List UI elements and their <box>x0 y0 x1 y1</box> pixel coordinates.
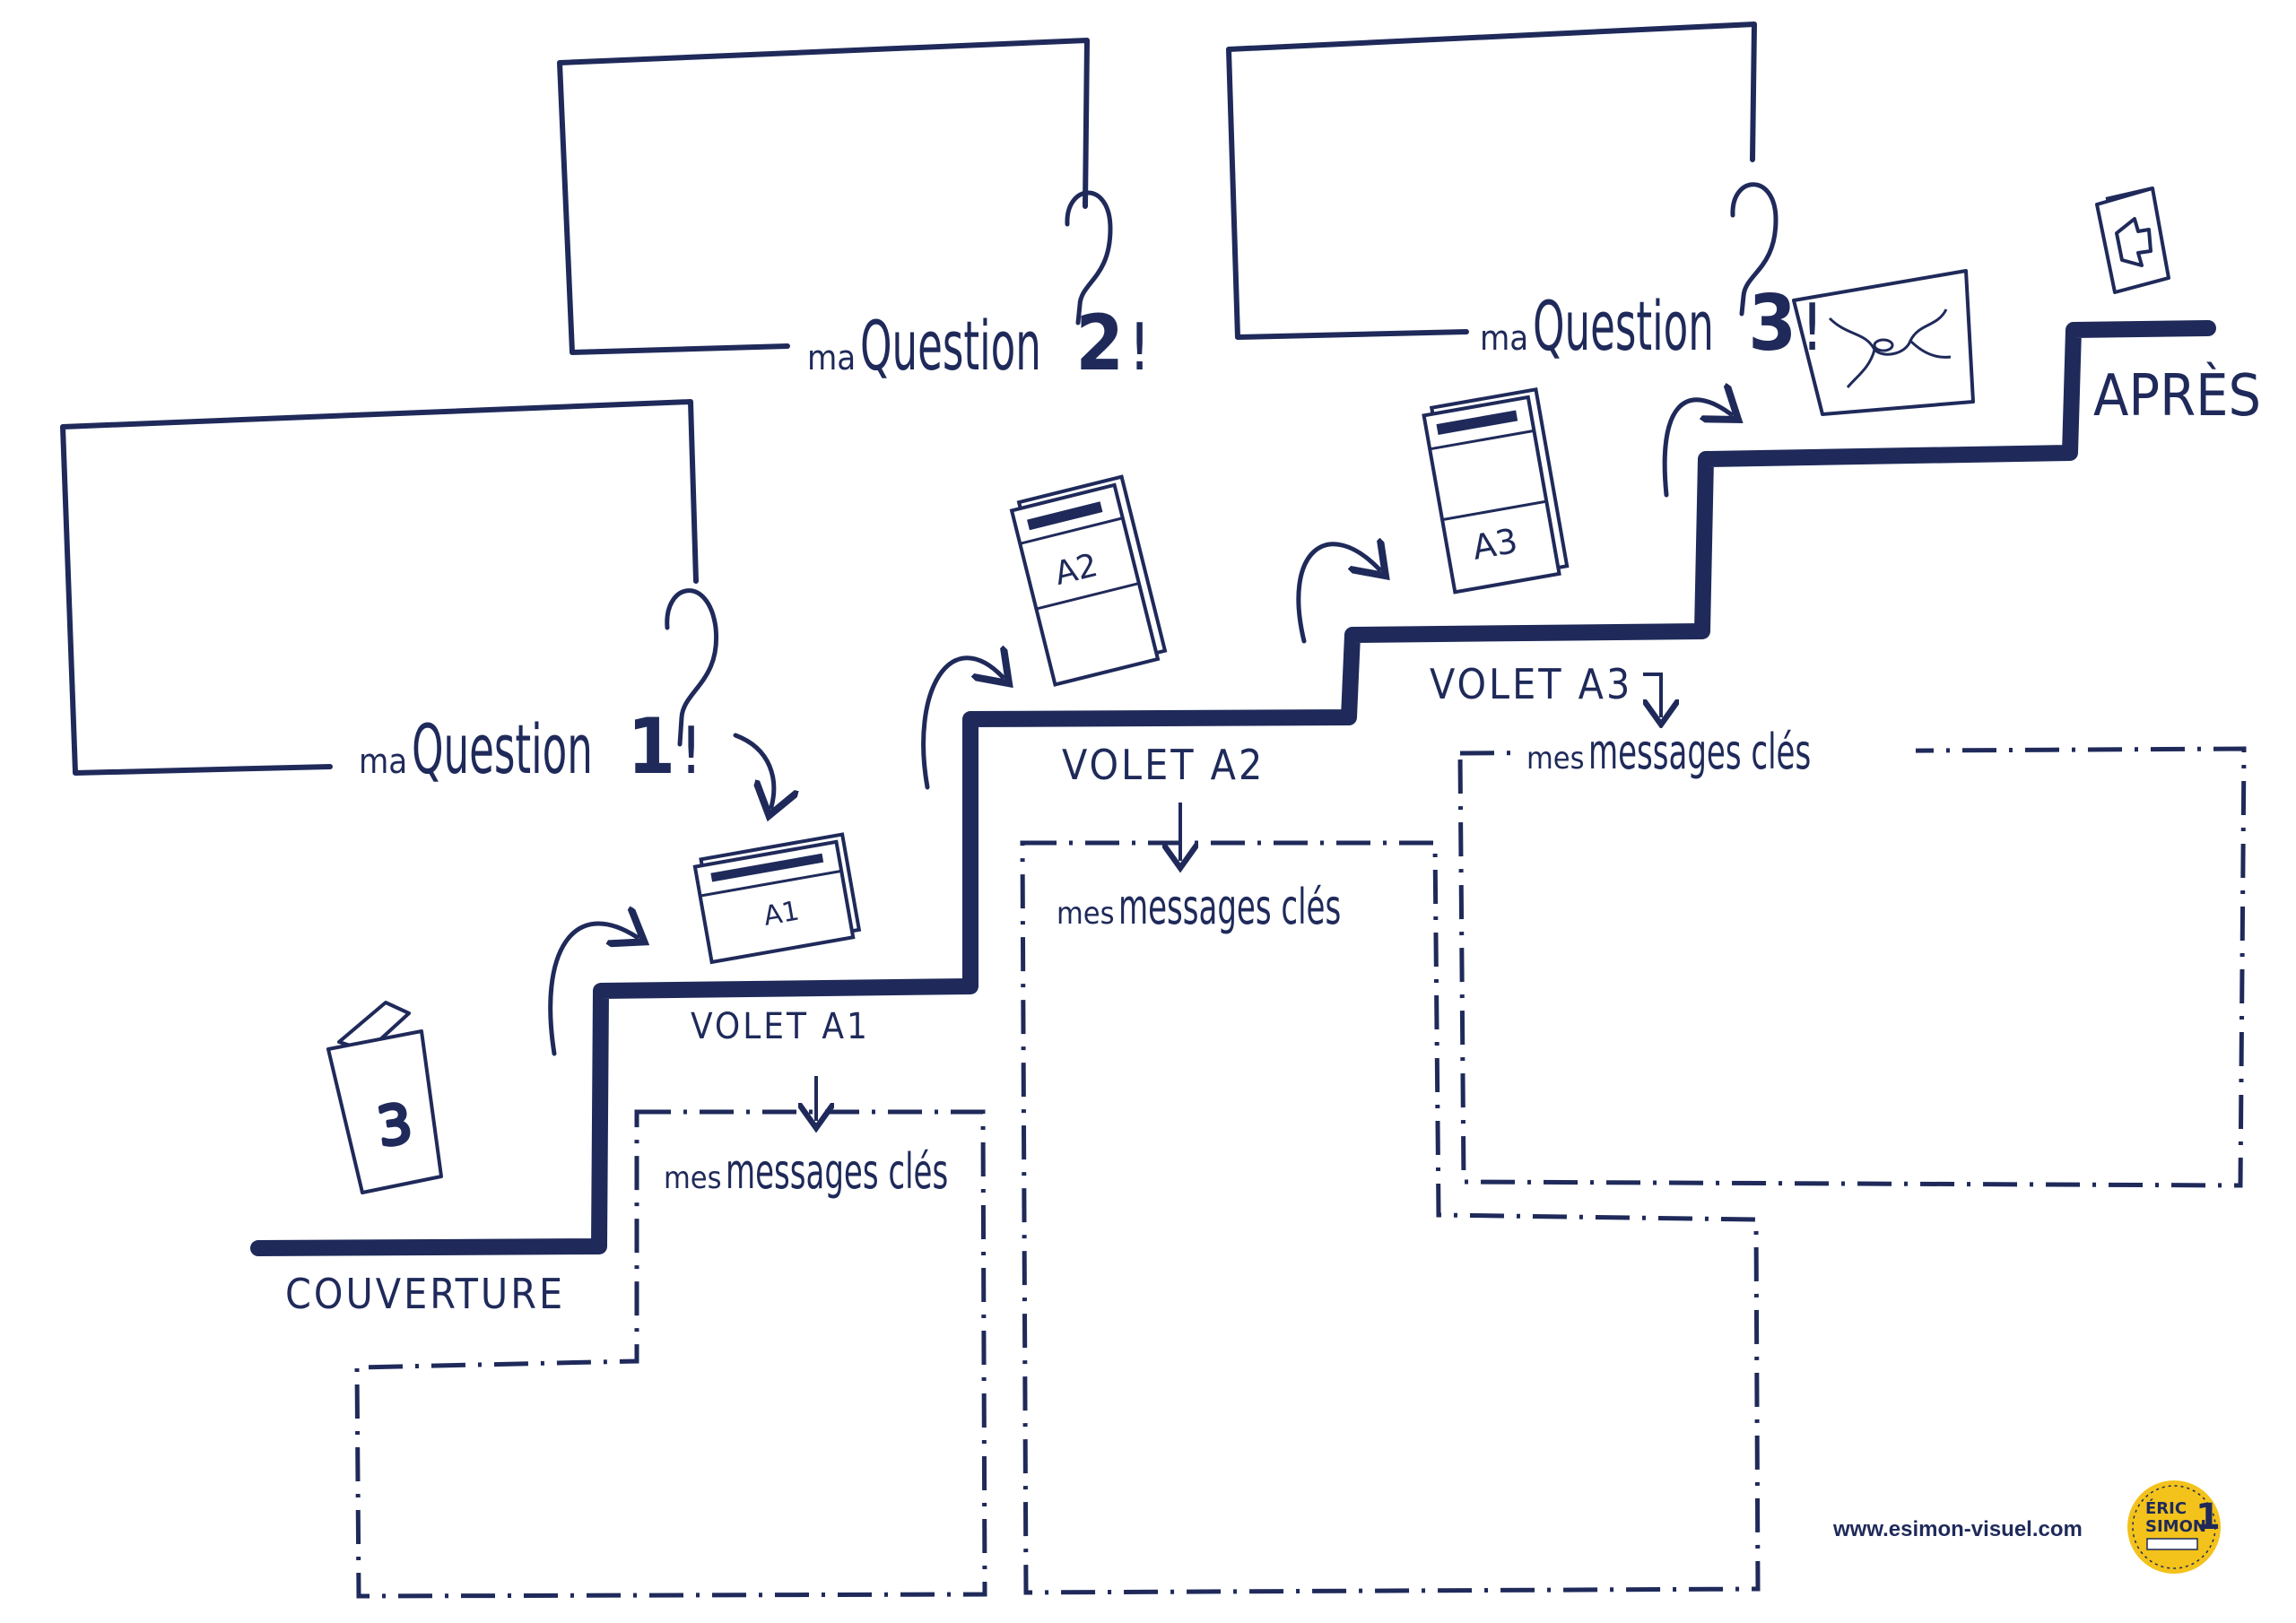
question-2-label: ma Question 2 ! <box>807 305 1152 382</box>
step-volet-a1: VOLET A1 <box>691 1006 870 1047</box>
messages-3-text: messages clés <box>1588 724 1812 780</box>
question-3-number: 3 <box>1748 279 1797 369</box>
messages-box-2 <box>1020 840 1761 1595</box>
messages-box-1 <box>354 1109 987 1599</box>
question-2-mark: ! <box>1127 309 1152 385</box>
question-2-frame <box>557 38 1090 355</box>
step-volet-a2: VOLET A2 <box>1062 741 1265 789</box>
messages-label-2: mes messages clés <box>1057 883 1437 932</box>
cover-document-icon: 3 <box>326 1001 443 1194</box>
question-1-mark: ! <box>679 713 703 788</box>
question-1-word: Question <box>411 709 593 789</box>
arrow-to-volet-a1 <box>548 924 637 1056</box>
question-1-prefix: ma <box>359 742 408 781</box>
question-3-mark: ! <box>1800 290 1824 365</box>
step-volet-a3: VOLET A3 <box>1430 660 1633 708</box>
messages-1-text: messages clés <box>726 1143 949 1200</box>
arrow-to-volet-a3 <box>1296 544 1379 644</box>
website-link[interactable]: www.esimon-visuel.com <box>1833 1517 2083 1541</box>
question-mark-2-icon <box>1065 190 1113 325</box>
a3-doc-text: A3 <box>1469 521 1520 568</box>
logo-line2: SIMON <box>2145 1517 2206 1536</box>
arrow-down-3 <box>1643 673 1661 717</box>
question-3-prefix: ma <box>1480 318 1529 358</box>
messages-3-prefix: mes <box>1526 741 1585 777</box>
messages-box-3 <box>1457 746 2247 1188</box>
arrow-question1-to-a1 <box>733 733 774 807</box>
a1-document-icon: A1 <box>692 832 862 965</box>
eric-simon-logo: ÉRIC SIMON 1 <box>2127 1480 2221 1574</box>
question-mark-3-icon <box>1730 182 1779 317</box>
messages-1-prefix: mes <box>664 1160 722 1196</box>
messages-2-text: messages clés <box>1118 879 1342 935</box>
step-apres: APRÈS <box>2093 363 2262 430</box>
step-couverture: COUVERTURE <box>285 1270 566 1318</box>
question-1-number: 1 <box>627 702 676 792</box>
staircase-line <box>250 320 2216 1256</box>
logo-line1: ÉRIC <box>2145 1498 2187 1518</box>
question-2-prefix: ma <box>807 338 857 378</box>
messages-label-3: mes messages clés <box>1518 728 1916 777</box>
question-3-label: ma Question 3 ! <box>1480 285 1824 362</box>
question-3-frame <box>1226 22 1757 340</box>
logo-number: 1 <box>2196 1497 2221 1538</box>
question-3-word: Question <box>1532 286 1714 366</box>
arrow-to-volet-a2 <box>921 658 1003 790</box>
a3-document-icon: A3 <box>1422 386 1570 595</box>
question-1-label: ma Question 1 ! <box>359 708 703 785</box>
a1-doc-text: A1 <box>761 896 802 933</box>
question-2-word: Question <box>859 306 1041 386</box>
messages-2-prefix: mes <box>1057 896 1115 932</box>
a2-document-icon: A2 <box>1009 474 1168 687</box>
messages-label-1: mes messages clés <box>664 1148 1044 1196</box>
question-mark-1-icon <box>665 588 719 747</box>
question-1-frame <box>60 399 699 776</box>
question-2-number: 2 <box>1075 299 1125 388</box>
unfolded-map-icon <box>1792 269 1975 416</box>
back-cover-icon <box>2095 187 2170 294</box>
arrow-to-apres <box>1662 400 1731 498</box>
